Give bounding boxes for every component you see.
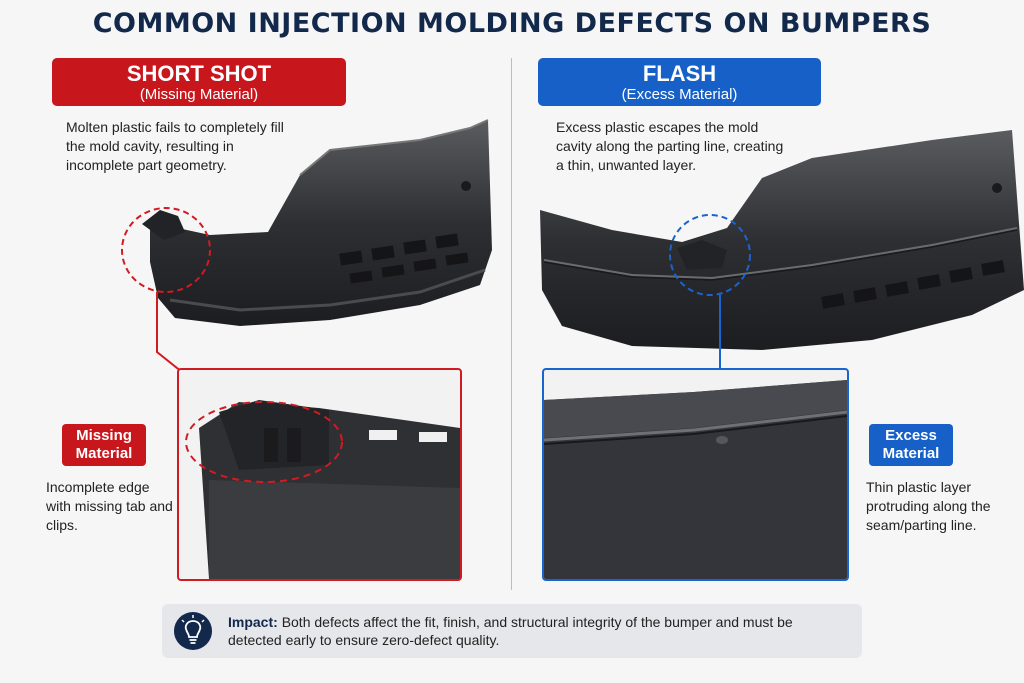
impact-box: Impact: Both defects affect the fit, fin… xyxy=(162,604,862,658)
short-shot-zoom-image xyxy=(179,370,460,579)
missing-material-text: Incomplete edge with missing tab and cli… xyxy=(46,479,173,533)
flash-zoom-image xyxy=(544,370,847,579)
flash-zoom-panel xyxy=(542,368,849,581)
flash-bumper-image xyxy=(540,130,1024,368)
lightbulb-icon xyxy=(174,612,212,650)
flash-heading: FLASH xyxy=(642,61,717,86)
short-shot-bumper-image xyxy=(121,119,492,370)
short-shot-description: Molten plastic fails to completely fill … xyxy=(66,119,284,173)
impact-text: Impact: Both defects affect the fit, fin… xyxy=(228,613,848,649)
short-shot-subheading: (Missing Material) xyxy=(139,86,259,103)
excess-material-text: Thin plastic layer protruding along the … xyxy=(866,479,991,533)
excess-material-tag: Excess Material xyxy=(869,424,953,466)
impact-body: Both defects affect the fit, finish, and… xyxy=(228,614,793,648)
flash-description: Excess plastic escapes the mold cavity a… xyxy=(556,119,784,173)
short-shot-banner: SHORT SHOT (Missing Material) xyxy=(52,58,346,106)
short-shot-heading: SHORT SHOT xyxy=(126,61,272,86)
panel-divider xyxy=(511,58,512,590)
flash-subheading: (Excess Material) xyxy=(621,86,738,103)
page-title: COMMON INJECTION MOLDING DEFECTS ON BUMP… xyxy=(92,8,932,39)
missing-material-tag: Missing Material xyxy=(62,424,146,466)
flash-banner: FLASH (Excess Material) xyxy=(538,58,821,106)
short-shot-zoom-panel xyxy=(177,368,462,581)
impact-label: Impact: xyxy=(228,614,278,630)
